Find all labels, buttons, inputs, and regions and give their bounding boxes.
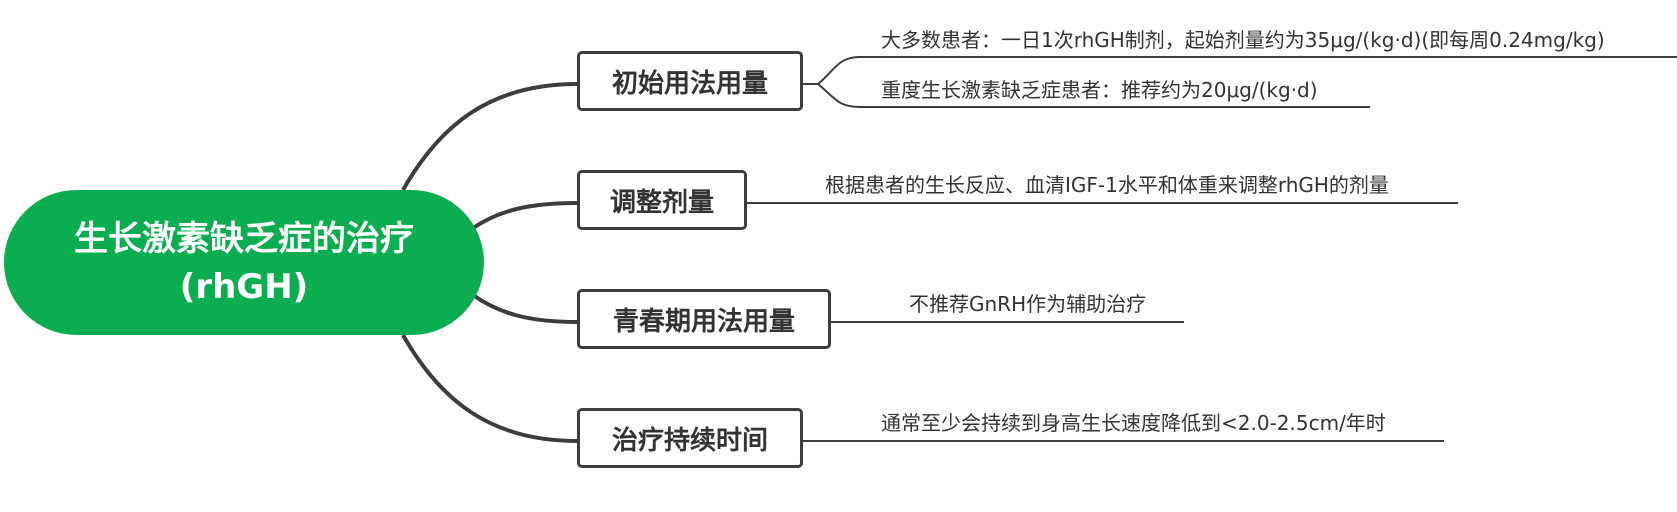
leaf-initial-dosage-severe-patients[interactable]: 重度生长激素缺乏症患者：推荐约为20μg/(kg·d): [881, 78, 1318, 102]
root-topic[interactable]: 生长激素缺乏症的治疗 (rhGH): [4, 190, 484, 335]
root-to-branch-2-line: [471, 201, 578, 230]
branch-label: 调整剂量: [609, 187, 714, 218]
root-to-branch-1-line: [401, 82, 578, 191]
branch-label: 治疗持续时间: [611, 425, 768, 456]
branch-1-leaf-2-line: [817, 83, 1370, 108]
branch-dose-adjustment[interactable]: 调整剂量: [577, 170, 747, 230]
root-to-branch-3-line: [471, 293, 578, 324]
branch-1-leaf-1-line: [817, 56, 1677, 85]
leaf-dose-adjustment[interactable]: 根据患者的生长反应、血清IGF-1水平和体重来调整rhGH的剂量: [825, 173, 1389, 197]
leaf-initial-dosage-most-patients[interactable]: 大多数患者：一日1次rhGH制剂，起始剂量约为35μg/(kg·d)(即每周0.…: [881, 28, 1605, 52]
branch-puberty-dosage[interactable]: 青春期用法用量: [577, 289, 831, 349]
root-title-line2: (rhGH): [179, 266, 309, 307]
leaf-puberty-dosage[interactable]: 不推荐GnRH作为辅助治疗: [909, 292, 1147, 316]
branch-label: 青春期用法用量: [612, 306, 795, 337]
branch-initial-dosage[interactable]: 初始用法用量: [577, 51, 803, 111]
root-to-branch-4-line: [401, 334, 578, 443]
branch-treatment-duration[interactable]: 治疗持续时间: [577, 408, 803, 468]
leaf-treatment-duration[interactable]: 通常至少会持续到身高生长速度降低到<2.0-2.5cm/年时: [881, 411, 1386, 435]
root-title-line1: 生长激素缺乏症的治疗: [74, 218, 414, 259]
branch-label: 初始用法用量: [611, 68, 768, 99]
